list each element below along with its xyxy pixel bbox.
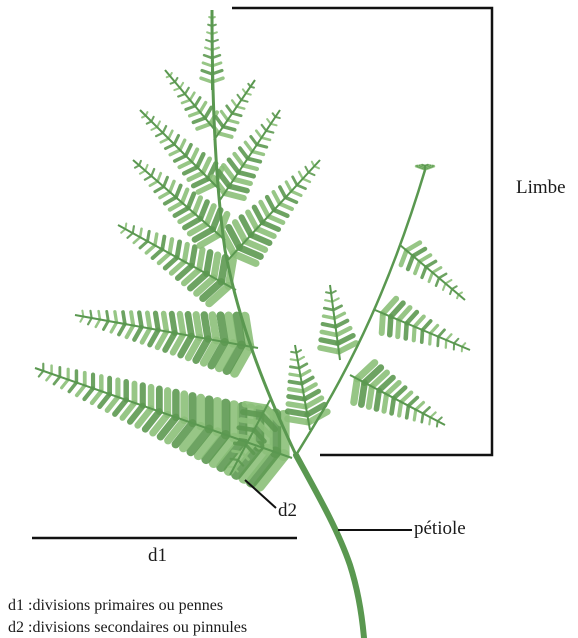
d2-label: d2 xyxy=(278,501,297,520)
petiole-label: pétiole xyxy=(414,519,466,538)
limbe-label: Limbe xyxy=(516,178,566,197)
legend-d1: d1 :divisions primaires ou pennes xyxy=(8,598,223,614)
frond-leaflets xyxy=(39,17,465,486)
petiole-stalk xyxy=(296,455,364,638)
d1-label: d1 xyxy=(148,546,167,565)
legend-d2: d2 :divisions secondaires ou pinnules xyxy=(8,620,247,636)
